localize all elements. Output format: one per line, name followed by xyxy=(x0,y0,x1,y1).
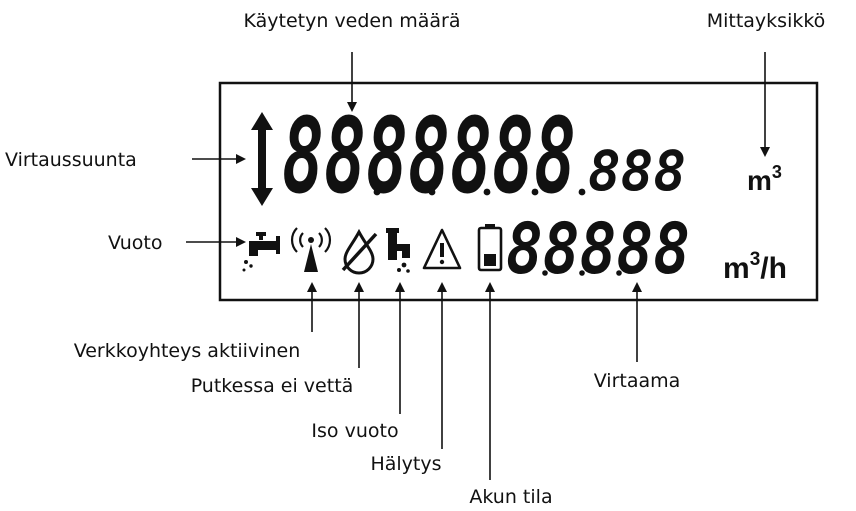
unit-volume: m3 xyxy=(747,162,782,196)
label-battery: Akun tila xyxy=(469,486,552,508)
label-flow-direction: Virtaussuunta xyxy=(5,149,137,171)
decimal-digits: 888 xyxy=(588,139,686,203)
unit-flow-exp: 3 xyxy=(750,249,761,270)
label-big-leak: Iso vuoto xyxy=(311,420,398,442)
display-frame xyxy=(218,81,819,302)
flow-digits: 88888 xyxy=(506,208,690,290)
antenna-icon xyxy=(290,227,332,272)
tap-icon xyxy=(242,232,280,272)
label-unit: Mittayksikkö xyxy=(707,10,826,32)
label-used-water: Käytetyn veden määrä xyxy=(244,10,461,32)
unit-flow-base: m xyxy=(723,252,750,285)
main-digits: 8888888 xyxy=(282,95,576,217)
direction-arrows-icon xyxy=(251,112,273,206)
flow-decimal-points xyxy=(542,270,622,276)
warning-triangle-icon xyxy=(422,228,462,270)
battery-icon xyxy=(477,224,503,272)
label-alarm: Hälytys xyxy=(370,453,441,475)
label-flow-rate: Virtaama xyxy=(594,370,681,392)
unit-volume-base: m xyxy=(747,165,772,196)
label-network: Verkkoyhteys aktiivinen xyxy=(74,340,301,362)
unit-volume-exp: 3 xyxy=(772,162,782,182)
decimal-points xyxy=(373,188,586,196)
label-no-water: Putkessa ei vettä xyxy=(191,375,354,397)
big-leak-icon xyxy=(386,228,410,273)
unit-flow: m3/h xyxy=(723,249,787,285)
label-leak: Vuoto xyxy=(108,232,162,254)
unit-flow-suffix: /h xyxy=(760,252,787,285)
empty-pipe-icon xyxy=(341,228,378,275)
